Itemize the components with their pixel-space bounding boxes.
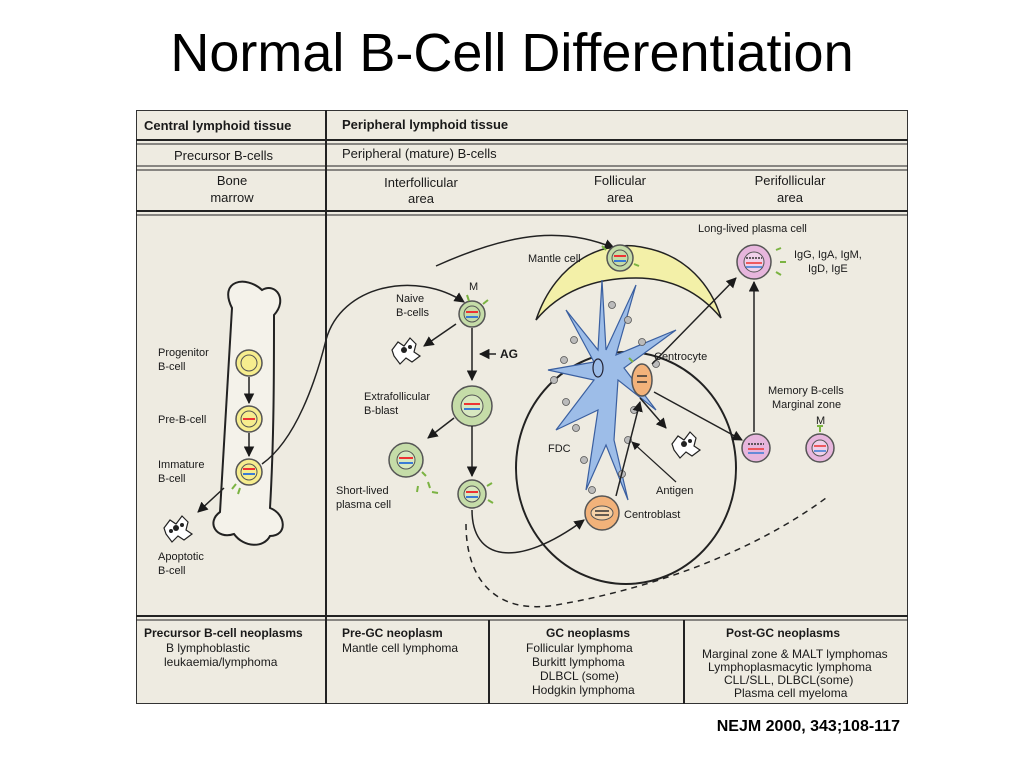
header-central: Central lymphoid tissue	[144, 118, 291, 133]
dashed-path-memory	[465, 497, 827, 608]
memory-b-cell-1	[741, 433, 771, 463]
slide-title: Normal B-Cell Differentiation	[170, 23, 854, 83]
neoplasm-line: Lymphoplasmacytic lymphoma	[708, 660, 872, 674]
activated-b-cell	[457, 479, 494, 509]
label-memory: Memory B-cells	[768, 385, 844, 397]
apoptotic-cell-follicular	[671, 431, 702, 459]
neoplasm-post-gc: Post-GC neoplasms Marginal zone & MALT l…	[702, 626, 888, 700]
centroblast-cell	[584, 495, 620, 531]
arrow-centrocyte-plasma	[651, 277, 737, 365]
label-m-naive: M	[469, 281, 478, 293]
area-bone: Bone	[217, 173, 247, 188]
fdc-cell	[547, 279, 677, 501]
label-immature: Immature	[158, 459, 204, 471]
memory-b-cell-2	[805, 425, 835, 463]
neoplasm-heading: GC neoplasms	[546, 626, 630, 640]
label-extrafollicular: Extrafollicular	[364, 391, 430, 403]
neoplasm-heading: Pre-GC neoplasm	[342, 626, 443, 640]
label-shortlived-2: plasma cell	[336, 499, 391, 511]
citation: NEJM 2000, 343;108-117	[716, 718, 900, 735]
area-bone-2: marrow	[210, 190, 254, 205]
label-ig: IgG, IgA, IgM,	[794, 249, 862, 261]
label-progenitor-2: B-cell	[158, 361, 186, 373]
label-extrafollicular-2: B-blast	[364, 405, 398, 417]
neoplasm-line: Hodgkin lymphoma	[532, 683, 635, 697]
label-preb: Pre-B-cell	[158, 414, 206, 426]
centrocyte-cell	[628, 357, 653, 397]
neoplasm-precursor: Precursor B-cell neoplasms B lymphoblast…	[144, 626, 303, 669]
label-centroblast: Centroblast	[624, 509, 680, 521]
label-shortlived: Short-lived	[336, 485, 389, 497]
header-peripheral: Peripheral lymphoid tissue	[342, 117, 508, 132]
neoplasm-heading: Post-GC neoplasms	[726, 626, 840, 640]
header-precursor: Precursor B-cells	[174, 148, 273, 163]
neoplasm-pre-gc: Pre-GC neoplasm Mantle cell lymphoma	[342, 626, 458, 655]
label-centrocyte: Centrocyte	[654, 351, 707, 363]
label-mantle: Mantle cell	[528, 253, 581, 265]
neoplasm-line: B lymphoblastic	[166, 641, 250, 655]
area-perifollicular-2: area	[777, 190, 804, 205]
mantle-zone	[535, 244, 722, 321]
label-m-memory: M	[816, 415, 825, 427]
arrow-centroblast-centrocyte	[615, 400, 643, 497]
immature-b-cell	[231, 458, 263, 495]
neoplasm-line: Marginal zone & MALT lymphomas	[702, 647, 888, 661]
label-longlived: Long-lived plasma cell	[698, 223, 807, 235]
arrow-to-apoptotic	[197, 487, 225, 513]
neoplasm-line: Mantle cell lymphoma	[342, 641, 458, 655]
area-interfollicular: Interfollicular	[384, 175, 458, 190]
label-ig-2: IgD, IgE	[808, 263, 848, 275]
arrow-to-centroblast	[471, 509, 585, 554]
neoplasm-line: Plasma cell myeloma	[734, 686, 848, 700]
area-perifollicular: Perifollicular	[755, 173, 826, 188]
pre-b-cell	[235, 405, 263, 433]
label-apoptotic-2: B-cell	[158, 565, 186, 577]
neoplasm-line: Follicular lymphoma	[526, 641, 633, 655]
label-antigen: Antigen	[656, 485, 693, 497]
neoplasm-line: leukaemia/lymphoma	[164, 655, 278, 669]
header-grid	[136, 110, 908, 704]
neoplasm-line: CLL/SLL, DLBCL(some)	[724, 673, 853, 687]
area-follicular-2: area	[607, 190, 634, 205]
progenitor-cell	[235, 349, 263, 377]
neoplasm-line: DLBCL (some)	[540, 669, 619, 683]
neoplasm-line: Burkitt lymphoma	[532, 655, 625, 669]
area-follicular: Follicular	[594, 173, 647, 188]
apoptotic-cell	[163, 515, 194, 543]
arrow-to-mantle	[435, 234, 615, 267]
extrafollicular-blast	[451, 385, 493, 427]
label-progenitor: Progenitor	[158, 347, 209, 359]
label-memory-2: Marginal zone	[772, 399, 841, 411]
apoptotic-cell-peripheral	[391, 337, 422, 365]
short-lived-plasma-cell	[388, 442, 439, 494]
arrow-naive-apoptotic	[423, 323, 457, 347]
arrow-antigen	[631, 441, 677, 483]
label-ag: AG	[500, 347, 518, 361]
naive-b-cell	[458, 294, 489, 328]
arrow-centrocyte-apoptotic	[639, 397, 667, 429]
label-immature-2: B-cell	[158, 473, 186, 485]
header-mature: Peripheral (mature) B-cells	[342, 146, 497, 161]
long-lived-plasma-cell	[736, 244, 786, 280]
neoplasm-gc: GC neoplasms Follicular lymphoma Burkitt…	[526, 626, 635, 697]
neoplasm-heading: Precursor B-cell neoplasms	[144, 626, 303, 640]
label-naive-2: B-cells	[396, 307, 430, 319]
arrow-immature-naive	[261, 284, 465, 465]
label-naive: Naive	[396, 293, 424, 305]
arrow-blast-shortlived	[427, 417, 455, 439]
mantle-cell	[601, 244, 640, 272]
b-cell-diagram: Central lymphoid tissue Peripheral lymph…	[136, 110, 908, 704]
area-interfollicular-2: area	[408, 191, 435, 206]
arrow-centrocyte-memory	[653, 391, 743, 441]
label-fdc: FDC	[548, 443, 571, 455]
label-apoptotic: Apoptotic	[158, 551, 204, 563]
